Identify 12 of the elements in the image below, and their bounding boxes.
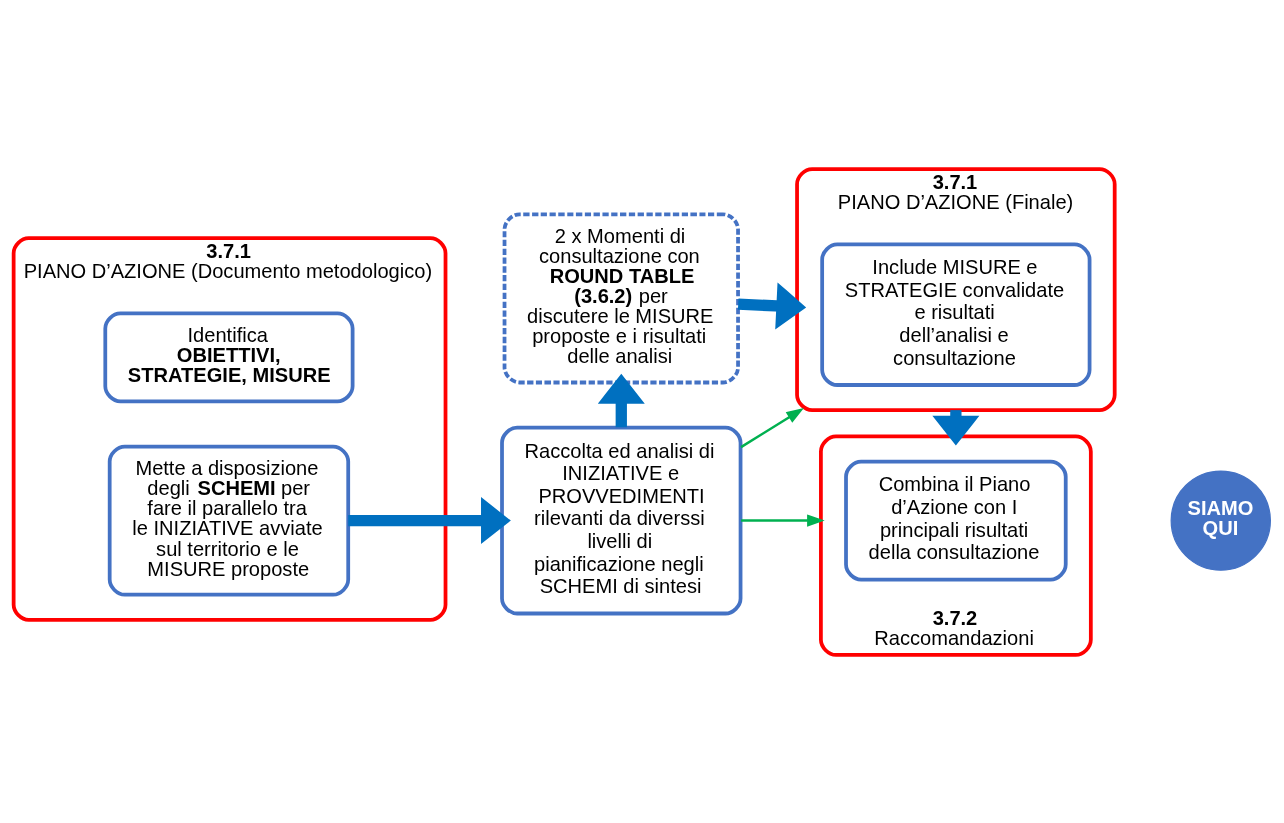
arrow [597, 373, 645, 427]
node-box: Include MISURE e STRATEGIE convalidate e risultati dell’analisi e consultazione [820, 242, 1092, 387]
arrow [737, 281, 807, 329]
node-box: Combina il Piano d’Azione con I principali risultati della consultazione [844, 459, 1068, 581]
arrow [740, 407, 804, 448]
node-box: Identifica OBIETTIVI, STRATEGIE, MISURE [103, 311, 355, 403]
arrow [741, 513, 825, 527]
node-circle: SIAMO QUI [1170, 469, 1271, 571]
node-box: 2 x Momenti di consultazione con ROUND TABLE (3.6.2) per discutere le MISURE proposte e i risultati delle analisi [502, 211, 740, 384]
arrow [348, 496, 511, 544]
node-box: Raccolta ed analisi di INIZIATIVE e PROVVEDIMENTI rilevanti da diverssi livelli di pianificazione negli SCHEMI di sintesi [500, 425, 743, 615]
node-box: Mette a disposizione degli SCHEMI per fare il parallelo tra le INIZIATIVE avviate sul territorio e le MISURE proposte [107, 444, 351, 597]
